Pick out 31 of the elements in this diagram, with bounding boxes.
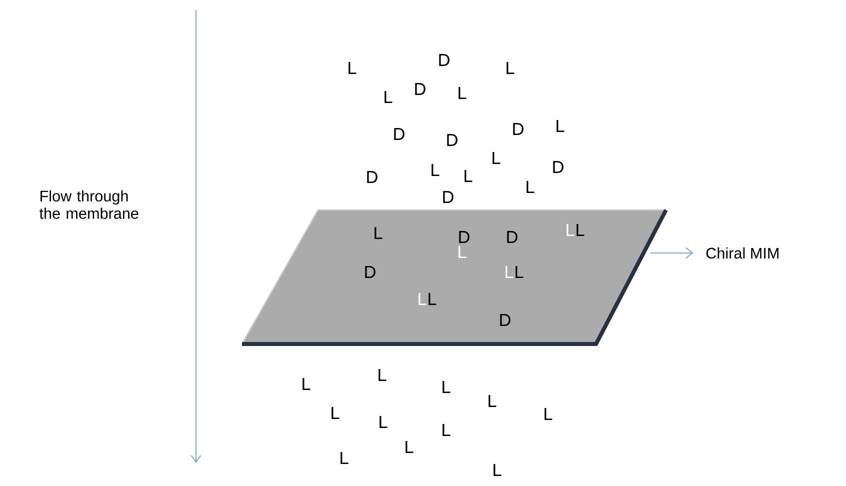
letter: L xyxy=(492,152,500,164)
letter: L xyxy=(380,416,388,428)
arrow xyxy=(650,247,694,259)
axis-label: Flow through the membrane xyxy=(40,190,138,219)
letter: L xyxy=(348,62,356,74)
letter: L xyxy=(302,378,310,390)
membrane: L D D LL L D LL LL D xyxy=(241,209,668,346)
letter: L xyxy=(332,407,340,419)
letter: L xyxy=(464,170,472,182)
membrane-label: Chiral MIM xyxy=(706,247,778,259)
letter: L xyxy=(340,452,348,464)
letter: D xyxy=(439,54,450,66)
letter: L xyxy=(432,164,440,176)
letter: L xyxy=(458,87,466,99)
letter: D xyxy=(367,171,378,183)
letter: D xyxy=(553,161,564,173)
letter: L xyxy=(406,441,414,453)
letter: L xyxy=(442,381,450,393)
letter: L xyxy=(442,424,450,436)
letter: D xyxy=(513,123,524,135)
letter: L xyxy=(384,91,392,103)
letter: L xyxy=(506,62,514,74)
letter: L xyxy=(544,408,552,420)
letter: D xyxy=(415,83,426,95)
letter: D xyxy=(394,128,404,140)
letter: L xyxy=(526,181,534,193)
letter: D xyxy=(447,134,458,146)
letter: L xyxy=(488,395,496,407)
letter: L xyxy=(556,120,564,132)
letter: L xyxy=(494,464,502,476)
letter: L xyxy=(378,369,386,381)
